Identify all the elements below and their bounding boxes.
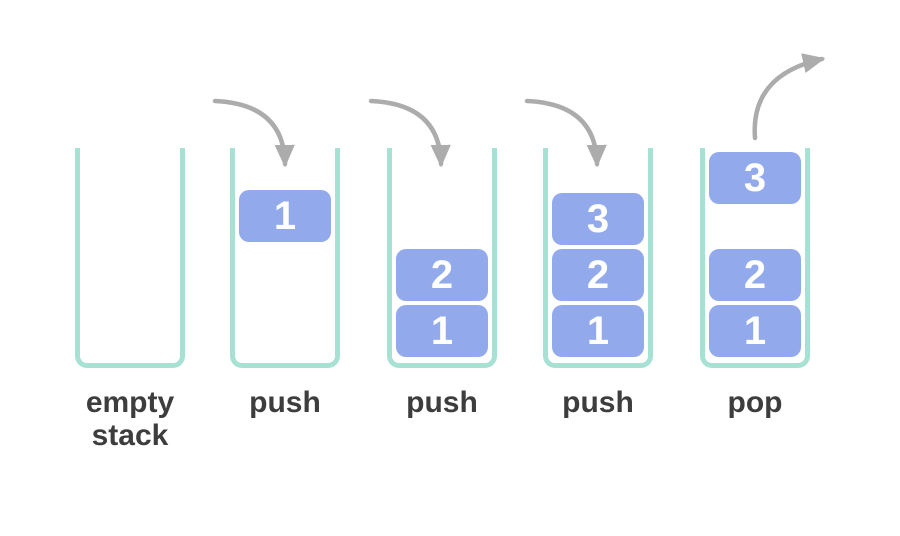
- frame-push-3: 3 2 1 push: [543, 148, 653, 419]
- operation-label: empty stack: [85, 386, 175, 452]
- frame-empty-stack: empty stack: [75, 148, 185, 452]
- stack-block: 2: [709, 249, 801, 301]
- stack-block: 1: [239, 190, 331, 242]
- stack-block: 1: [709, 305, 801, 357]
- stack-block: 2: [396, 249, 488, 301]
- operation-label: pop: [727, 386, 783, 419]
- stack-block: 1: [552, 305, 644, 357]
- pop-arrow-icon: [752, 53, 826, 141]
- operation-label: push: [406, 386, 478, 419]
- frame-push-1: 1 push: [230, 148, 340, 419]
- stack-block: 3: [552, 193, 644, 245]
- stack-container: 3 2 1: [700, 148, 810, 368]
- stack-block-popping: 3: [709, 152, 801, 204]
- stack-block: 2: [552, 249, 644, 301]
- stack-container: 2 1: [387, 148, 497, 368]
- stack-container: [75, 148, 185, 368]
- stack-block: 1: [396, 305, 488, 357]
- stack-container: 1: [230, 148, 340, 368]
- frame-push-2: 2 1 push: [387, 148, 497, 419]
- operation-label: push: [249, 386, 321, 419]
- operation-label: push: [562, 386, 634, 419]
- stack-container: 3 2 1: [543, 148, 653, 368]
- frame-pop: 3 2 1 pop: [700, 148, 810, 419]
